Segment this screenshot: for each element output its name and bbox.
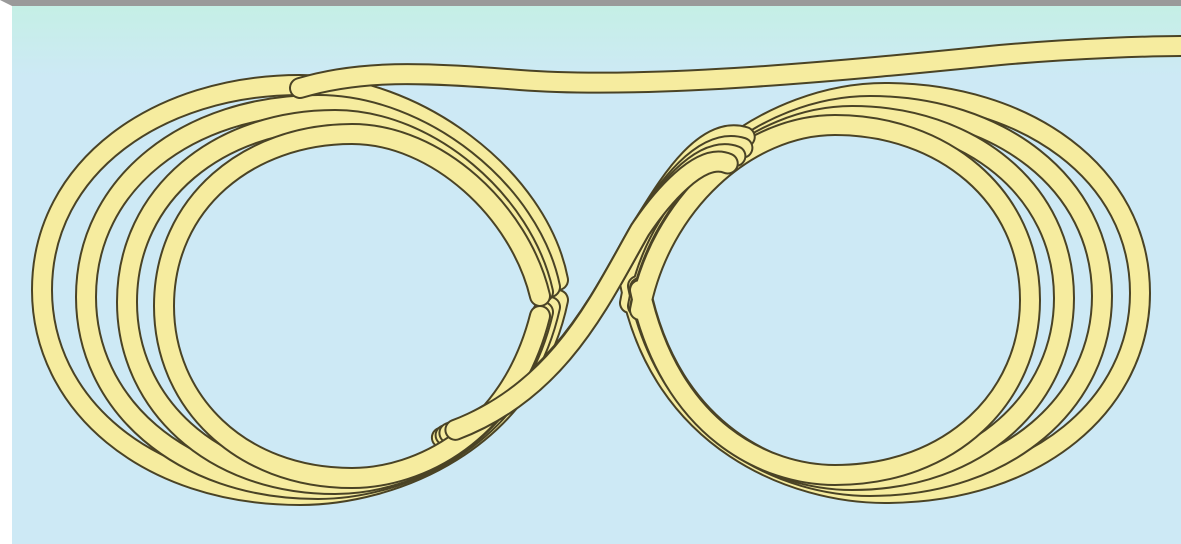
figure-frame	[0, 0, 1181, 544]
figure-eight-coil-diagram	[0, 0, 1181, 544]
